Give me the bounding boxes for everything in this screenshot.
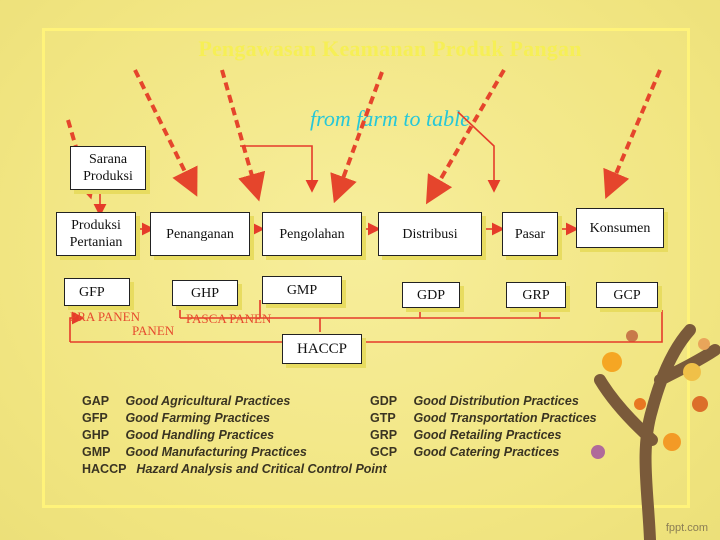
flower-icon bbox=[698, 338, 710, 350]
legend-item: GRP Good Retailing Practices bbox=[370, 428, 562, 442]
legend-left: GAP Good Agricultural Practices GFP Good… bbox=[82, 393, 387, 478]
box-penanganan: Penanganan bbox=[150, 212, 250, 256]
legend-item: GHP Good Handling Practices bbox=[82, 428, 275, 442]
label-panen: PANEN bbox=[132, 323, 175, 338]
box-gcp: GCP bbox=[596, 282, 658, 308]
label-pra-panen: PRA PANEN bbox=[70, 309, 140, 324]
box-sarana-produksi: Sarana Produksi bbox=[70, 146, 146, 190]
dashed-arrow bbox=[133, 69, 198, 197]
dashed-arrow bbox=[220, 69, 266, 202]
slide-frame bbox=[42, 28, 690, 508]
box-gfp: GFP bbox=[64, 278, 130, 306]
dashed-arrow bbox=[603, 69, 662, 200]
box-distribusi: Distribusi bbox=[378, 212, 482, 256]
flower-icon bbox=[591, 445, 605, 459]
label-pasca-panen: PASCA PANEN bbox=[186, 311, 272, 326]
flower-icon bbox=[634, 398, 646, 410]
flower-icon bbox=[602, 352, 622, 372]
legend-item: GFP Good Farming Practices bbox=[82, 411, 270, 425]
box-gmp: GMP bbox=[262, 276, 342, 304]
legend-item: GMP Good Manufacturing Practices bbox=[82, 445, 307, 459]
box-gdp: GDP bbox=[402, 282, 460, 308]
page-subtitle: from farm to table bbox=[310, 106, 470, 131]
box-haccp: HACCP bbox=[282, 334, 362, 364]
arrow-to-pasar bbox=[457, 111, 501, 193]
legend-item: HACCP Hazard Analysis and Critical Contr… bbox=[82, 462, 387, 476]
box-grp: GRP bbox=[506, 282, 566, 308]
page-title: Pengawasan Keamanan Produk Pangan bbox=[198, 36, 582, 61]
flower-icon bbox=[663, 433, 681, 451]
box-ghp: GHP bbox=[172, 280, 238, 306]
flower-icon bbox=[692, 396, 708, 412]
haccp-bracket-gfp bbox=[69, 311, 85, 342]
legend-item: GAP Good Agricultural Practices bbox=[82, 394, 291, 408]
legend-item: GDP Good Distribution Practices bbox=[370, 394, 579, 408]
flower-icon bbox=[683, 363, 701, 381]
dashed-arrow bbox=[425, 68, 506, 205]
haccp-bracket-right bbox=[362, 310, 663, 343]
box-pengolahan: Pengolahan bbox=[262, 212, 362, 256]
box-pasar: Pasar bbox=[502, 212, 558, 256]
legend-item: GTP Good Transportation Practices bbox=[370, 411, 597, 425]
legend-item: GCP Good Catering Practices bbox=[370, 445, 560, 459]
box-produksi-pertanian: Produksi Pertanian bbox=[56, 212, 136, 256]
box-konsumen: Konsumen bbox=[576, 208, 664, 248]
dashed-arrow bbox=[330, 71, 384, 204]
footer-watermark: fppt.com bbox=[665, 522, 708, 534]
flower-icon bbox=[626, 330, 638, 342]
legend-right: GDP Good Distribution Practices GTP Good… bbox=[370, 393, 597, 461]
arrow-to-pengolahan bbox=[240, 145, 319, 193]
